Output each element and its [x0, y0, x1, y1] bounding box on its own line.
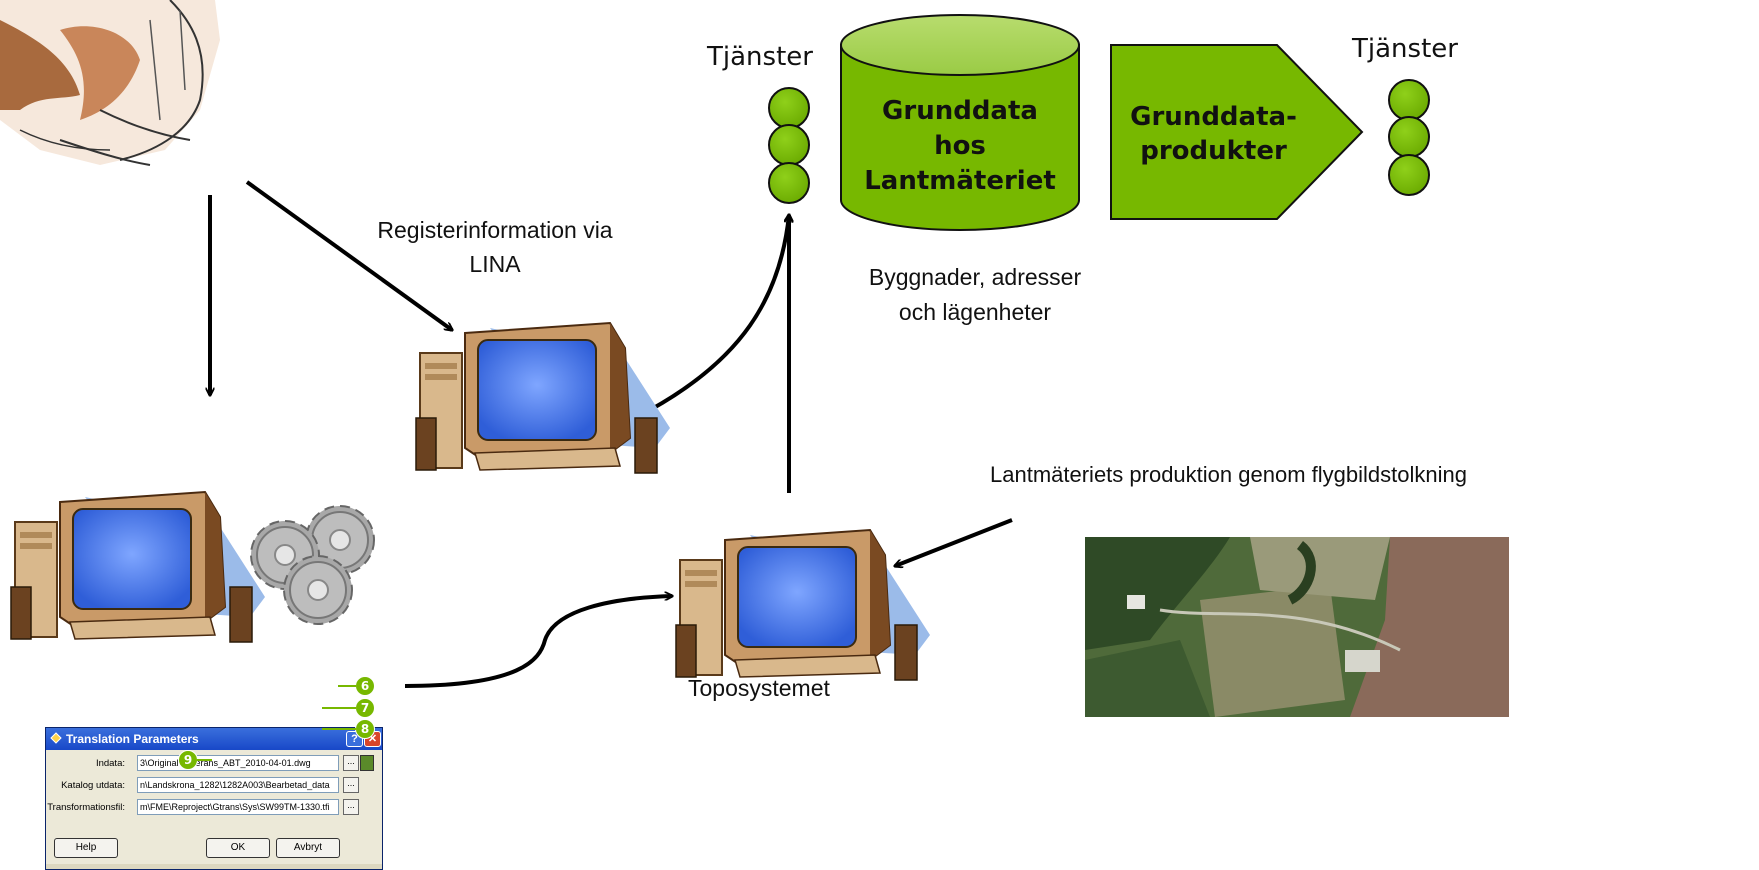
services-left-label: Tjänster: [707, 42, 813, 72]
service-ball: [768, 162, 810, 204]
dialog-title: Translation Parameters: [66, 732, 199, 746]
transform-file-field[interactable]: m\FME\Reproject\Gtrans\Sys\SW99TM-1330.t…: [137, 799, 339, 815]
register-info-line2: LINA: [469, 251, 521, 277]
app-icon: [50, 732, 62, 744]
badge-7: 7: [355, 698, 375, 718]
indata-add-button[interactable]: [360, 755, 374, 771]
badge-8: 8: [355, 719, 375, 739]
database-cylinder: [840, 14, 1080, 231]
register-info-label: Registerinformation via LINA: [320, 213, 670, 281]
indata-field[interactable]: 3\Original\Leverans_ABT_2010-04-01.dwg: [137, 755, 339, 771]
dialog-titlebar: Translation Parameters ? ✕: [46, 728, 382, 750]
ok-button[interactable]: OK: [206, 838, 270, 858]
database-label-line3: Lantmäteriet: [864, 166, 1056, 196]
computer-toposystem-icon: [675, 529, 931, 681]
cancel-button[interactable]: Avbryt: [276, 838, 340, 858]
service-ball: [1388, 154, 1430, 196]
buildings-label: Byggnader, adresser och lägenheter: [840, 260, 1110, 330]
gears-icon: [250, 505, 375, 625]
production-label: Lantmäteriets produktion genom flygbilds…: [990, 462, 1467, 487]
indata-browse-button[interactable]: ...: [343, 755, 359, 771]
database-label-line1: Grunddata: [882, 96, 1038, 126]
row-output-dir: Katalog utdata: n\Landskrona_1282\1282A0…: [46, 777, 382, 797]
computer-lina-icon: [415, 322, 671, 474]
service-ball: [1388, 79, 1430, 121]
service-ball: [768, 124, 810, 166]
output-dir-label: Katalog utdata:: [61, 780, 125, 791]
services-left-stack: [768, 87, 810, 204]
database-label-line2: hos: [934, 131, 986, 161]
products-label: Grunddata- produkter: [1111, 100, 1316, 168]
arrow-production-to-topo: [895, 518, 1013, 566]
transform-file-browse-button[interactable]: ...: [343, 799, 359, 815]
indata-label: Indata:: [95, 758, 125, 769]
products-label-line1: Grunddata-: [1130, 102, 1297, 132]
database-label: Grunddata hos Lantmäteriet: [841, 94, 1079, 199]
services-right-label: Tjänster: [1352, 34, 1458, 64]
toposystem-label: Toposystemet: [688, 675, 830, 701]
service-ball: [1388, 116, 1430, 158]
dialog-status-bar: [46, 864, 382, 869]
badge-9: 9: [178, 750, 198, 770]
arrow-lina-to-services: [649, 215, 789, 412]
aerial-photo: [1085, 537, 1509, 717]
computer-local-icon: [10, 491, 266, 643]
buildings-line2: och lägenheter: [898, 299, 1052, 325]
sketch-illustration: [0, 0, 220, 166]
translation-parameters-dialog: Translation Parameters ? ✕ Indata: 3\Ori…: [45, 727, 383, 870]
products-label-line2: produkter: [1140, 136, 1287, 166]
output-dir-browse-button[interactable]: ...: [343, 777, 359, 793]
arrow-to-lina: [245, 180, 452, 330]
help-button[interactable]: Help: [54, 838, 118, 858]
badge-6: 6: [355, 676, 375, 696]
arrow-dialog-to-topo: [404, 596, 672, 688]
register-info-line1: Registerinformation via: [377, 217, 613, 243]
products-pentagon: [1110, 44, 1364, 220]
row-indata: Indata: 3\Original\Leverans_ABT_2010-04-…: [46, 755, 382, 775]
row-transform-file: Transformationsfil: m\FME\Reproject\Gtra…: [46, 799, 382, 819]
output-dir-field[interactable]: n\Landskrona_1282\1282A003\Bearbetad_dat…: [137, 777, 339, 793]
services-right-stack: [1388, 79, 1430, 196]
service-ball: [768, 87, 810, 129]
transform-file-label: Transformationsfil:: [47, 802, 125, 813]
buildings-line1: Byggnader, adresser: [868, 264, 1082, 290]
